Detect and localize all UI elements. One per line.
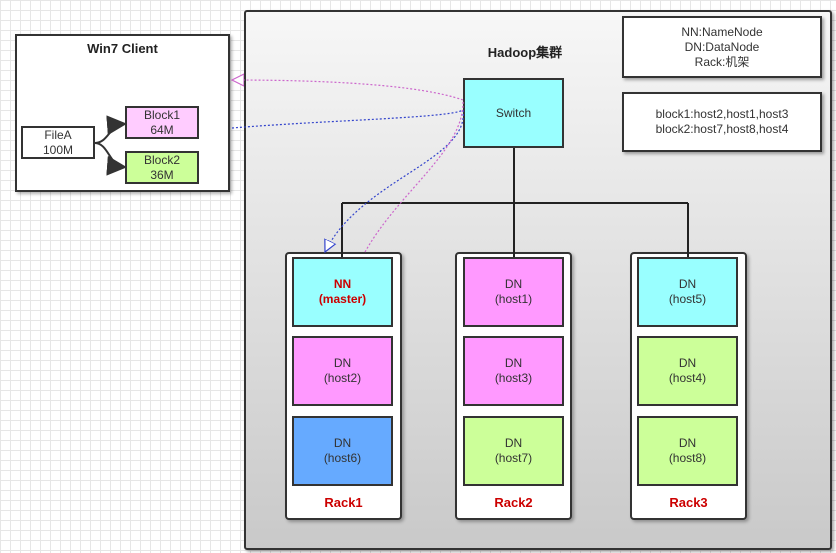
node-role: DN — [504, 277, 523, 291]
block1-size: 64M — [150, 122, 174, 137]
node-host: (host1) — [494, 292, 533, 306]
node-role: DN — [678, 277, 697, 291]
block2-name: Block2 — [143, 152, 181, 167]
datanode-host2[interactable]: DN (host2) — [292, 336, 393, 406]
client-title: Win7 Client — [87, 41, 158, 56]
legend-rack: Rack:机架 — [694, 54, 750, 69]
file-to-block1-arrow — [94, 115, 127, 144]
namenode-master[interactable]: NN (master) — [292, 257, 393, 327]
legend-block2: block2:host7,host8,host4 — [655, 122, 789, 136]
file-name: FileA — [44, 127, 72, 142]
node-role: NN — [333, 277, 352, 291]
node-host: (host8) — [668, 451, 707, 465]
datanode-host6[interactable]: DN (host6) — [292, 416, 393, 486]
file-a-node[interactable]: FileA 100M — [21, 126, 95, 159]
datanode-host8[interactable]: DN (host8) — [637, 416, 738, 486]
node-role: DN — [678, 356, 697, 370]
rack1-label: Rack1 — [324, 495, 363, 510]
node-host: (host7) — [494, 451, 533, 465]
node-host: (host3) — [494, 371, 533, 385]
datanode-host1[interactable]: DN (host1) — [463, 257, 564, 327]
datanode-host4[interactable]: DN (host4) — [637, 336, 738, 406]
node-role: DN — [678, 436, 697, 450]
block2-size: 36M — [150, 167, 174, 182]
node-host: (host4) — [668, 371, 707, 385]
node-host: (master) — [318, 292, 367, 306]
datanode-host5[interactable]: DN (host5) — [637, 257, 738, 327]
namenode-to-client-response — [232, 80, 464, 253]
legend-nn: NN:NameNode — [681, 24, 763, 39]
switch-label: Switch — [495, 105, 532, 120]
legend-block-placement: block1:host2,host1,host3 block2:host7,ho… — [622, 92, 822, 152]
node-role: DN — [333, 356, 352, 370]
node-host: (host6) — [323, 451, 362, 465]
network-switch[interactable]: Switch — [463, 78, 564, 148]
file-size: 100M — [42, 142, 74, 157]
block2-node[interactable]: Block2 36M — [125, 151, 199, 184]
rack3-label: Rack3 — [669, 495, 708, 510]
node-host: (host5) — [668, 292, 707, 306]
node-role: DN — [504, 436, 523, 450]
datanode-host3[interactable]: DN (host3) — [463, 336, 564, 406]
legend-block1: block1:host2,host1,host3 — [655, 107, 789, 121]
legend-abbreviations: NN:NameNode DN:DataNode Rack:机架 — [622, 16, 822, 78]
legend-dn: DN:DataNode — [684, 39, 760, 54]
datanode-host7[interactable]: DN (host7) — [463, 416, 564, 486]
rack2-label: Rack2 — [494, 495, 533, 510]
cluster-title: Hadoop集群 — [487, 45, 563, 60]
file-to-block2-arrow — [94, 142, 127, 176]
node-role: DN — [504, 356, 523, 370]
node-host: (host2) — [323, 371, 362, 385]
block1-name: Block1 — [143, 107, 181, 122]
client-to-namenode-request — [231, 109, 464, 252]
node-role: DN — [333, 436, 352, 450]
